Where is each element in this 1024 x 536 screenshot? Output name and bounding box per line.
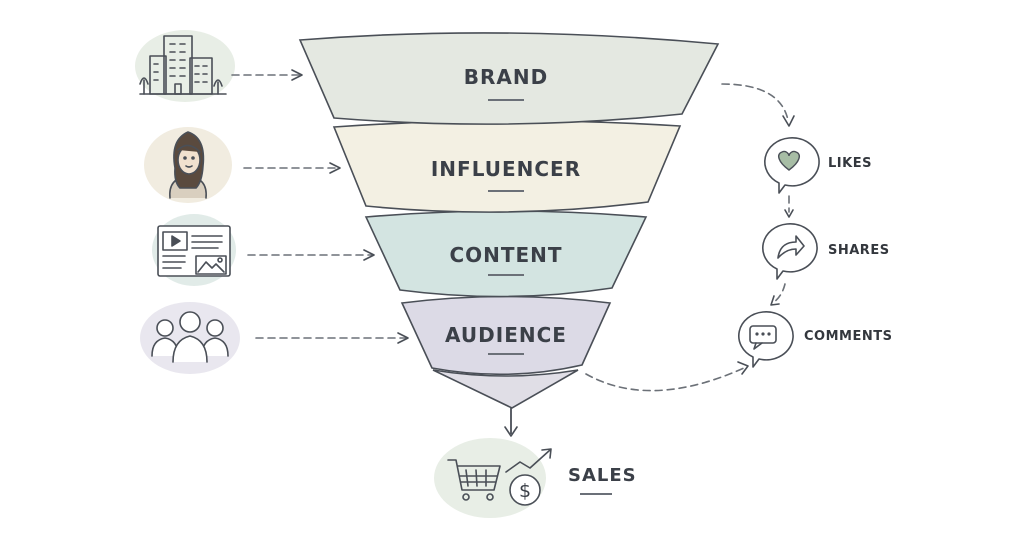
video-post-icon — [152, 214, 236, 286]
funnel-stage-audience — [400, 295, 612, 376]
cart-dollar-growth-icon: $ — [434, 438, 552, 518]
funnel: BRAND INFLUENCER CONTENT AUDIENCE — [298, 32, 720, 409]
outcome-label-sales: SALES — [568, 465, 637, 486]
funnel-tip — [432, 369, 579, 409]
input-arrows — [231, 69, 409, 344]
engagement-label-likes: LIKES — [828, 156, 872, 171]
comment-bubble-icon — [738, 311, 794, 368]
funnel-label-content: CONTENT — [449, 243, 562, 267]
engagement-label-shares: SHARES — [828, 243, 890, 258]
funnel-label-audience: AUDIENCE — [445, 323, 567, 347]
sales-outcome: $ SALES — [434, 408, 637, 518]
share-bubble-icon — [762, 223, 818, 280]
buildings-icon — [135, 30, 235, 102]
heart-bubble-icon — [764, 137, 820, 194]
engagement-flow: LIKES SHARES COMMENTS — [585, 83, 892, 392]
funnel-label-brand: BRAND — [464, 65, 548, 89]
funnel-stage-brand — [298, 32, 720, 125]
svg-text:$: $ — [519, 480, 531, 502]
engagement-label-comments: COMMENTS — [804, 329, 892, 344]
woman-avatar-icon — [144, 127, 232, 203]
people-group-icon — [140, 302, 240, 374]
funnel-label-influencer: INFLUENCER — [431, 157, 581, 181]
